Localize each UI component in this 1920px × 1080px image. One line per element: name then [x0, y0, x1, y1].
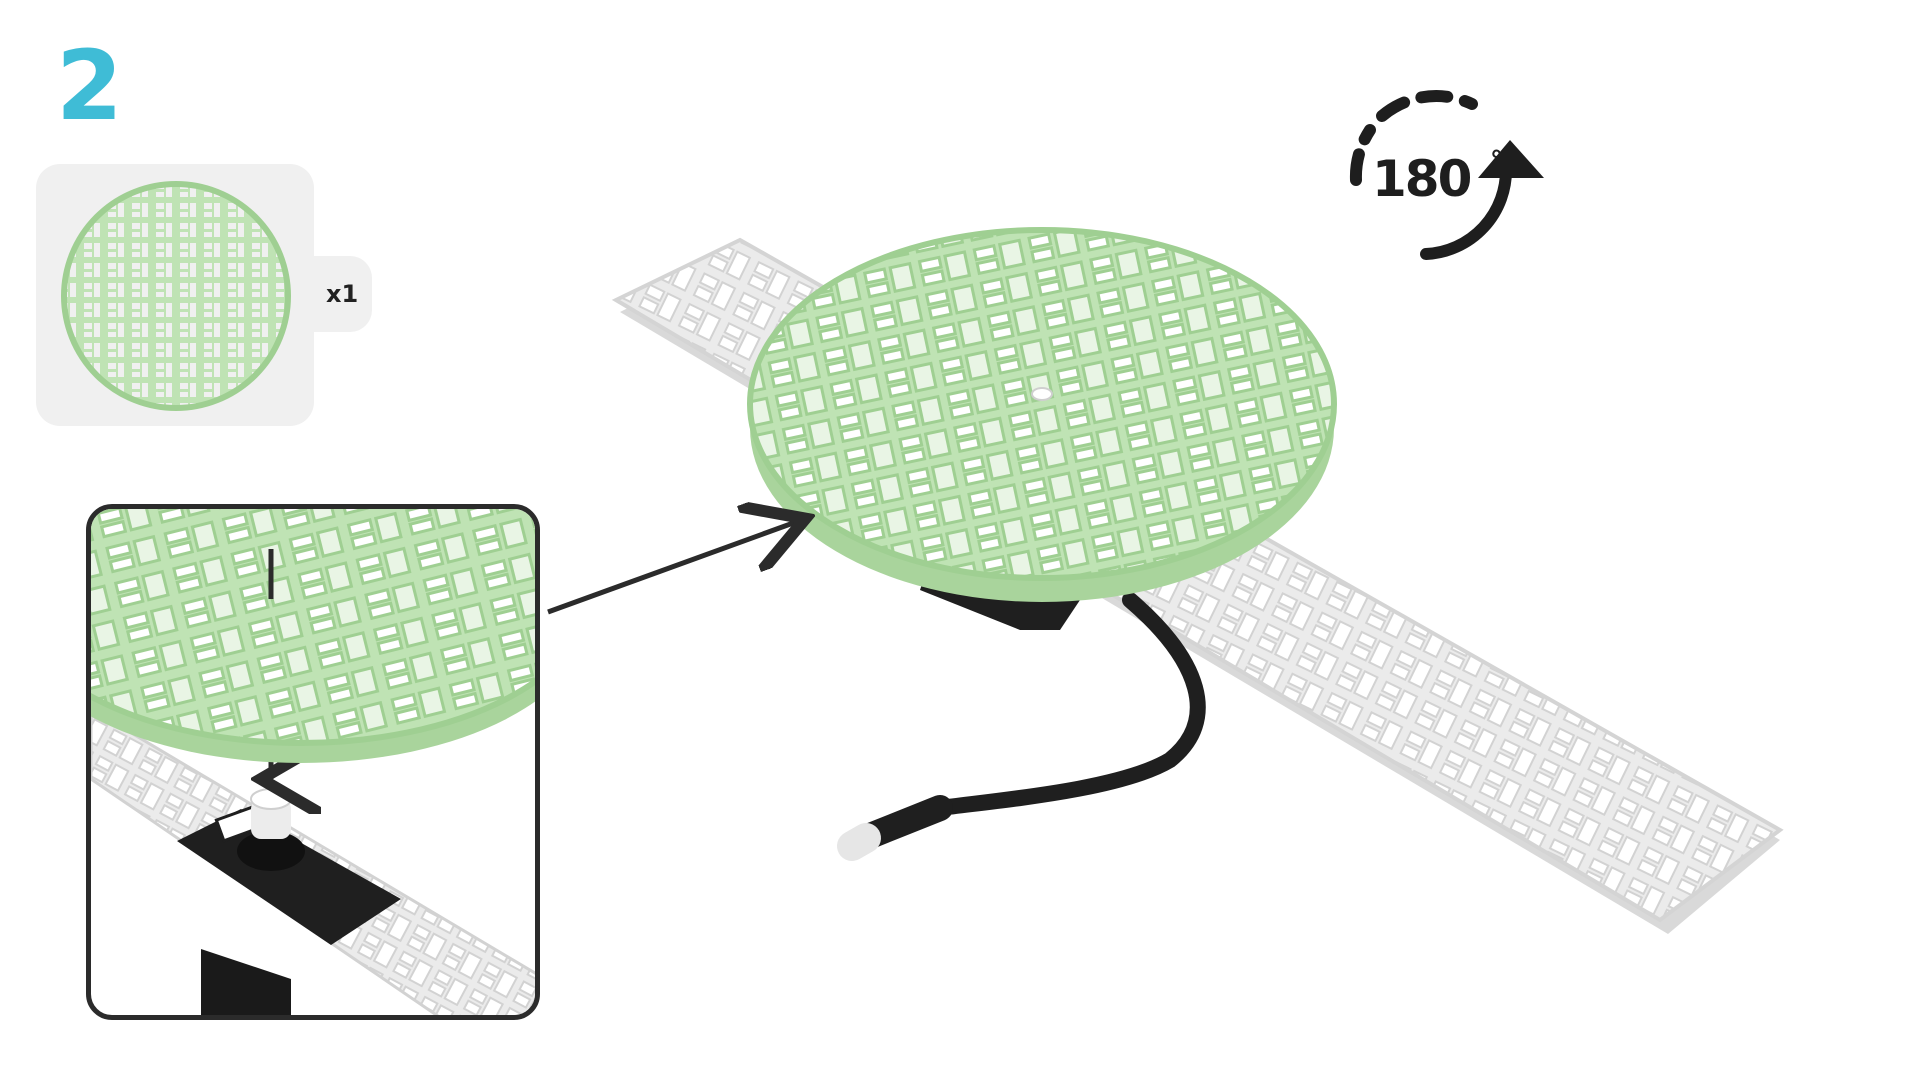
- parts-quantity-label: x1: [326, 280, 359, 308]
- detail-illustration: [91, 509, 535, 1015]
- rotation-value: 180: [1372, 150, 1472, 208]
- green-grid-plate: [747, 227, 1337, 602]
- green-circular-grid-plate-icon: [61, 181, 291, 411]
- step-number: 2: [56, 30, 123, 142]
- rotate-clockwise-arrow-icon: [1349, 90, 1544, 260]
- detail-inset: [86, 504, 540, 1020]
- servo-cable: [837, 592, 1206, 861]
- rotation-unit: °: [1490, 146, 1503, 176]
- callout-arrow: [547, 522, 796, 615]
